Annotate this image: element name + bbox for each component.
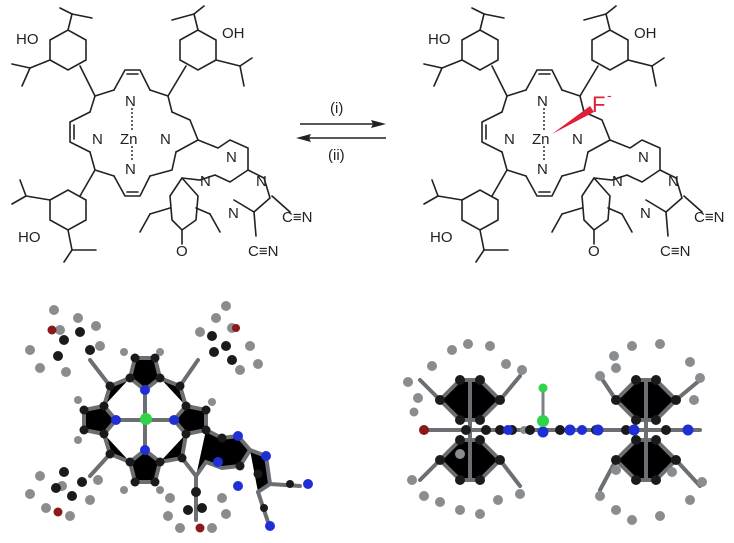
side-view-model (403, 339, 707, 525)
hydroxyl-label: HO (428, 31, 451, 48)
nitrogen-label: N (640, 205, 651, 222)
left-structure: N N Zn N N N N N N HO OH HO O C≡N C≡N (11, 5, 312, 263)
zinc-label: Zn (532, 131, 550, 148)
nitrogen-label: N (668, 173, 679, 190)
hydroxyl-label: OH (222, 25, 245, 42)
nitrogen-label: N (226, 149, 237, 166)
zinc-label: Zn (120, 131, 138, 148)
nitrogen-label: N (125, 161, 136, 178)
cyano-label: C≡N (282, 209, 312, 226)
zinc-atom (537, 415, 549, 427)
nitrogen-label: N (125, 93, 136, 110)
fluoride-wedge-bond (552, 106, 594, 134)
nitrogen-label: N (256, 173, 267, 190)
nitrogen-label: N (200, 173, 211, 190)
nitrogen-label: N (160, 131, 171, 148)
top-view-model (25, 301, 313, 533)
oxygen-atom (419, 425, 429, 435)
forward-condition-label: (i) (330, 100, 343, 117)
zinc-atom (140, 413, 152, 425)
cyano-label: C≡N (660, 243, 690, 260)
fluoride-charge: - (607, 87, 612, 103)
carbonyl-oxygen-label: O (176, 243, 188, 260)
nitrogen-label: N (638, 149, 649, 166)
nitrogen-label: N (537, 93, 548, 110)
right-structure: N N Zn N N F - N N N N HO OH HO O C≡N C≡… (423, 5, 724, 263)
nitrogen-label: N (504, 131, 515, 148)
carbonyl-oxygen-label: O (588, 243, 600, 260)
reverse-condition-label: (ii) (328, 147, 345, 164)
fluoride-label: F (592, 92, 605, 117)
hydroxyl-label: OH (634, 25, 657, 42)
nitrogen-label: N (92, 131, 103, 148)
nitrogen-label: N (572, 131, 583, 148)
fluoride-atom (538, 383, 548, 393)
nitrogen-label: N (537, 161, 548, 178)
hydroxyl-label: HO (18, 229, 41, 246)
hydroxyl-label: HO (16, 31, 39, 48)
equilibrium-arrows: (i) (ii) (296, 100, 386, 164)
nitrogen-label: N (228, 205, 239, 222)
cyano-label: C≡N (694, 209, 724, 226)
nitrogen-label: N (612, 173, 623, 190)
cyano-label: C≡N (248, 243, 278, 260)
hydroxyl-label: HO (430, 229, 453, 246)
